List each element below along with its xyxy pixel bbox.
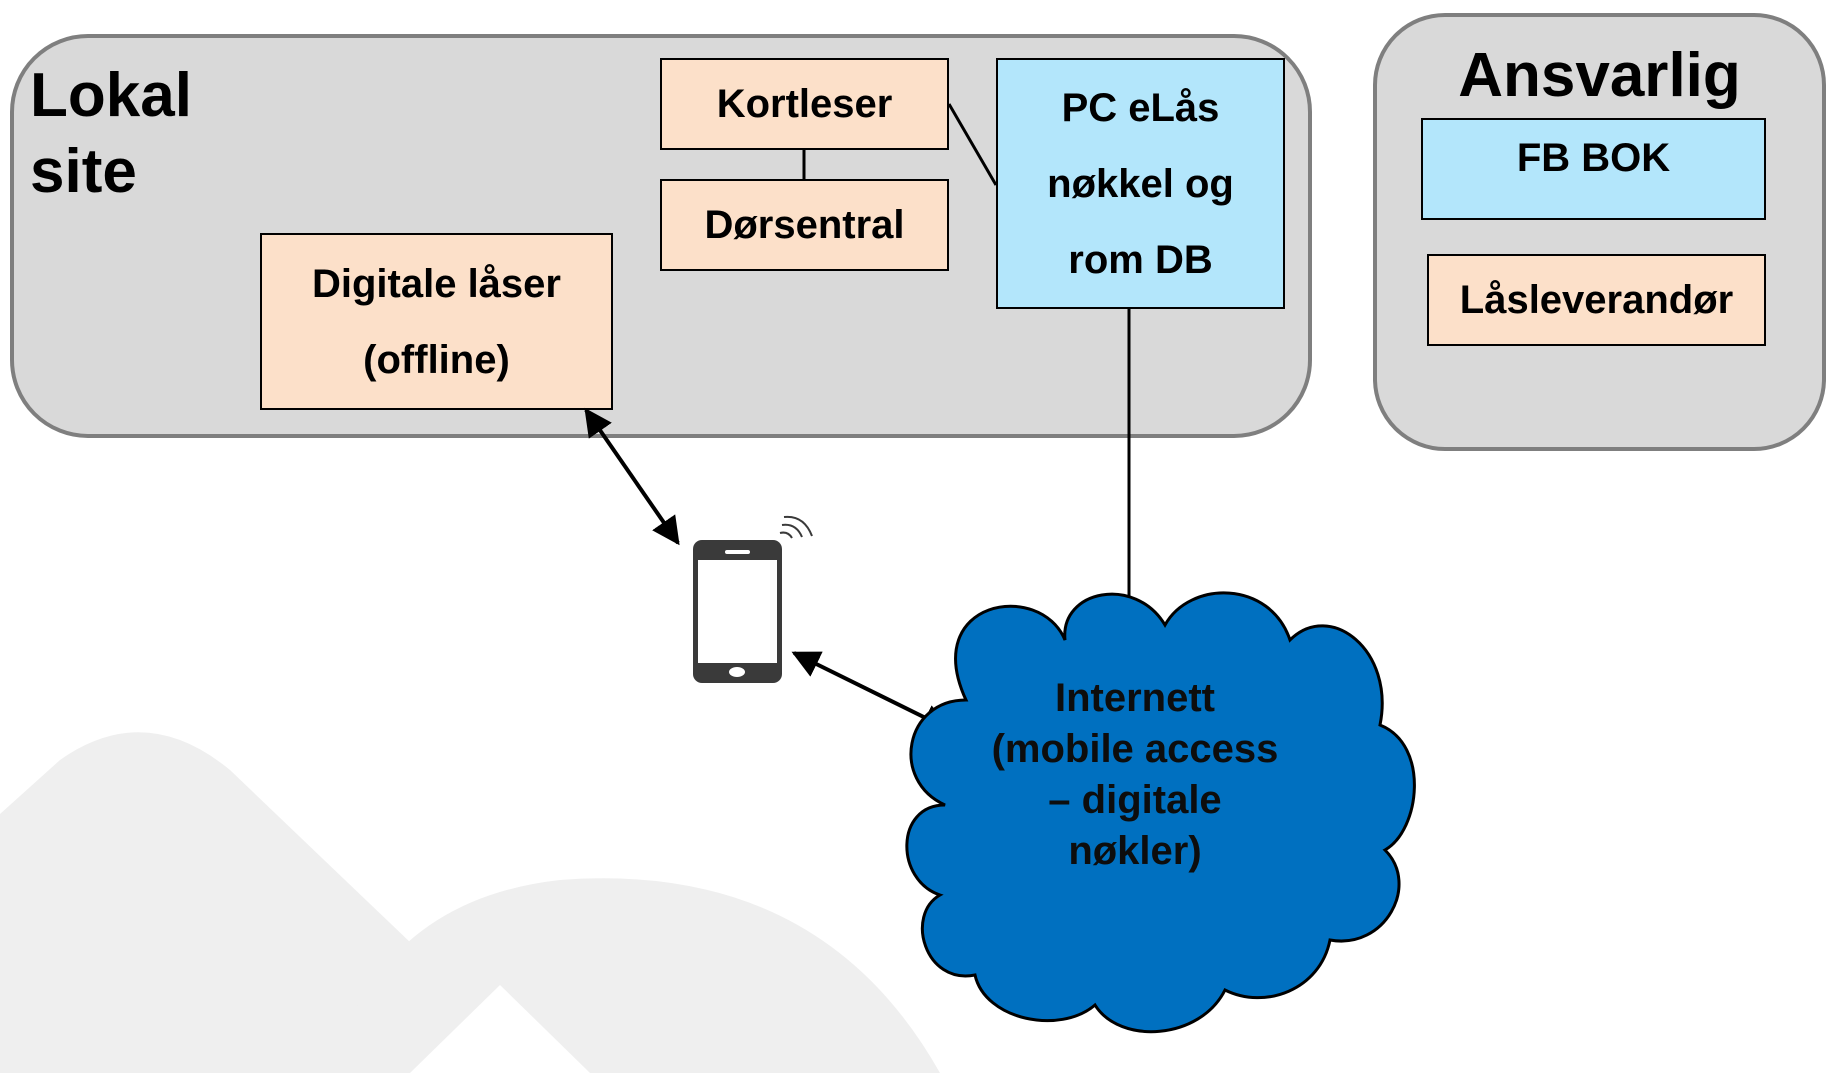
responsible-title: Ansvarlig <box>1458 41 1741 110</box>
local-site-title: Lokal site <box>30 61 192 206</box>
smartphone-icon <box>693 540 782 683</box>
responsible-group <box>1373 13 1826 451</box>
pc-elaas-box: PC eLås nøkkel og rom DB <box>996 58 1285 309</box>
door-central-box: Dørsentral <box>660 179 949 271</box>
fb-bok-box: FB BOK <box>1421 118 1766 220</box>
lock-supplier-box: Låsleverandør <box>1427 254 1766 346</box>
wireless-signal-icon <box>779 515 813 539</box>
reader-to-pc-line <box>947 103 998 186</box>
internet-cloud-label: Internett (mobile access – digitale nøkl… <box>991 676 1279 873</box>
card-reader-box: Kortleser <box>660 58 949 150</box>
locks-phone-arrow <box>584 407 680 546</box>
internet-cloud <box>905 591 1416 1034</box>
phone-internet-arrow <box>791 651 951 731</box>
digital-locks-box: Digitale låser (offline) <box>260 233 613 410</box>
